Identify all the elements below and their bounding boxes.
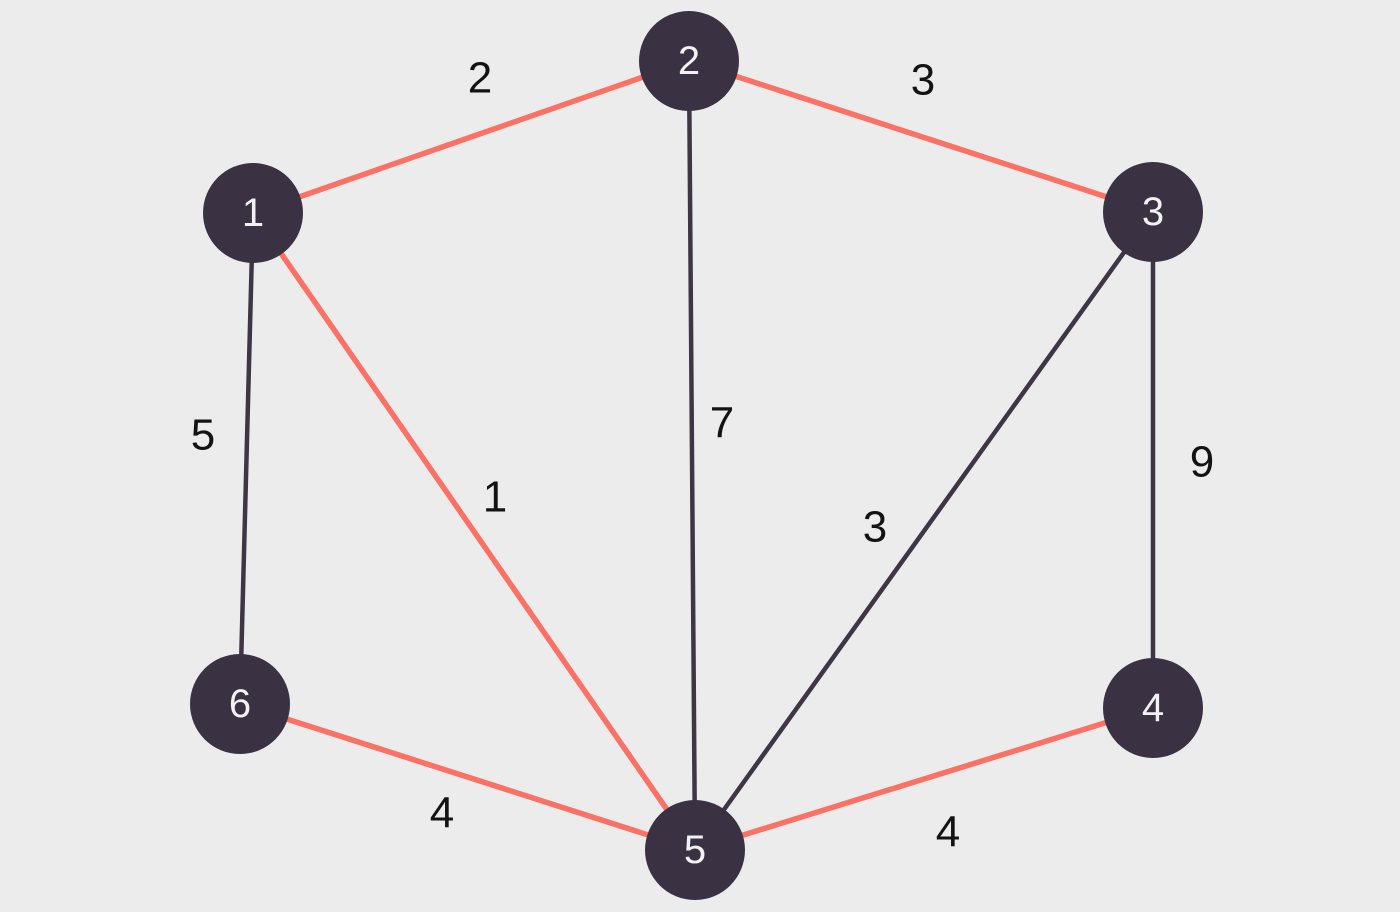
node-circle-2[interactable] — [639, 11, 739, 111]
edge-2-5 — [686, 60, 698, 851]
edge-2-3 — [688, 58, 1154, 215]
edge-weight-5-4: 4 — [936, 808, 960, 857]
edge-1-6 — [237, 212, 256, 705]
node-circle-6[interactable] — [190, 654, 290, 754]
edge-1-5 — [250, 211, 698, 852]
edge-weight-1-6: 5 — [191, 411, 215, 460]
edge-6-5 — [239, 701, 696, 853]
edge-weight-2-5: 7 — [710, 399, 734, 448]
node-circle-3[interactable] — [1103, 162, 1203, 262]
edge-1-2 — [252, 58, 690, 216]
node-6[interactable]: 6 — [190, 654, 290, 754]
edge-weight-6-5: 4 — [430, 789, 454, 838]
node-3[interactable]: 3 — [1103, 162, 1203, 262]
edge-5-4 — [694, 705, 1154, 853]
edge-weight-3-5: 3 — [863, 503, 887, 552]
node-5[interactable]: 5 — [645, 800, 745, 900]
edge-weight-2-3: 3 — [911, 56, 935, 105]
edge-3-5 — [693, 210, 1155, 852]
node-4[interactable]: 4 — [1103, 658, 1203, 758]
node-circle-1[interactable] — [203, 163, 303, 263]
edge-weight-1-5: 1 — [483, 473, 507, 522]
edge-weight-3-4: 9 — [1190, 438, 1214, 487]
edge-weight-1-2: 2 — [468, 54, 492, 103]
node-circle-5[interactable] — [645, 800, 745, 900]
node-circle-4[interactable] — [1103, 658, 1203, 758]
node-2[interactable]: 2 — [639, 11, 739, 111]
node-1[interactable]: 1 — [203, 163, 303, 263]
